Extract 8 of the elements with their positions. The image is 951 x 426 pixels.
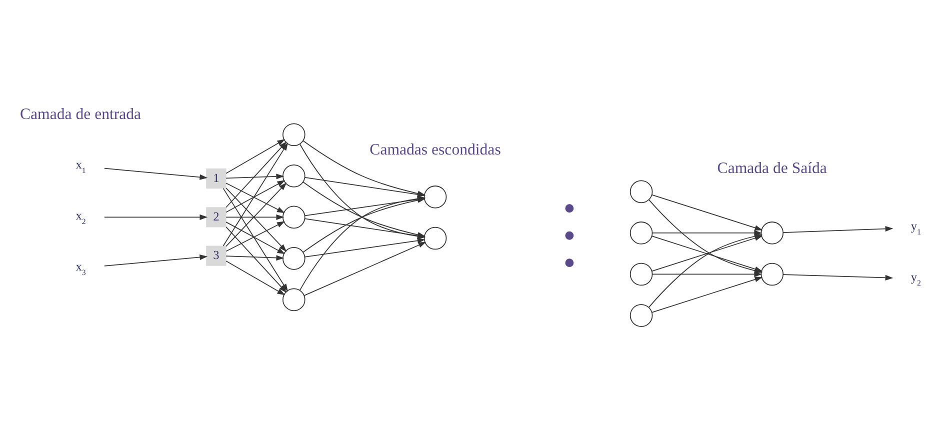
label: Camada de entrada: [20, 106, 142, 124]
node-text: x$_{1}$: [76, 158, 86, 176]
node-text: y$_{2}$: [910, 270, 921, 288]
node-text: x$_{3}$: [76, 259, 86, 277]
node-text: x$_{2}$: [76, 208, 86, 226]
label: Camada de Saída: [717, 160, 827, 177]
node-text: y$_{1}$: [910, 219, 921, 237]
label: Camadas escondidas: [370, 141, 501, 158]
